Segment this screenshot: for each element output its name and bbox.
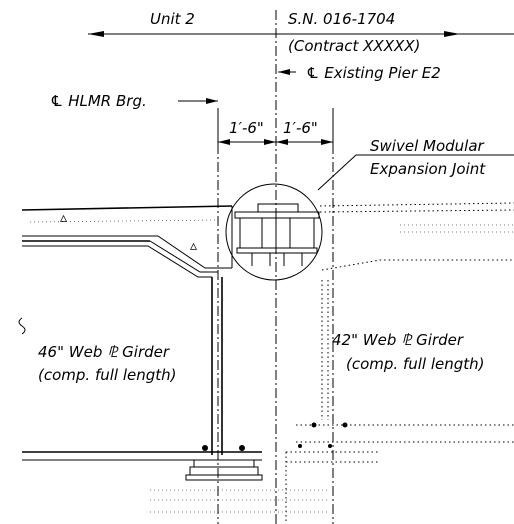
unit-dimension-line <box>88 31 514 37</box>
svg-text:▵: ▵ <box>190 238 197 254</box>
pier-cap <box>150 489 330 513</box>
pier-label: ℄ Existing Pier E2 <box>306 64 441 82</box>
left-girder-label-1: 46" Web ⅊ Girder <box>38 343 170 361</box>
unit-label: Unit 2 <box>150 10 195 28</box>
right-girder <box>285 280 514 524</box>
left-deck-slab: ▵ ▵ <box>21 205 233 269</box>
hlmr-arrow <box>178 98 218 104</box>
joint-label-2: Expansion Joint <box>370 160 486 178</box>
right-girder-label-1: 42" Web ⅊ Girder <box>332 331 464 349</box>
dim-left-label: 1′-6" <box>229 119 264 137</box>
svg-text:▵: ▵ <box>60 210 67 226</box>
hlmr-label: ℄ HLMR Brg. <box>50 92 147 110</box>
joint-label-1: Swivel Modular <box>370 137 485 155</box>
modular-joint-detail <box>234 203 320 266</box>
left-girder-label-2: (comp. full length) <box>38 366 177 384</box>
sn-label: S.N. 016-1704 <box>288 10 395 28</box>
left-girder <box>18 240 262 461</box>
right-girder-label-2: (comp. full length) <box>346 355 485 373</box>
bearing-assembly <box>185 445 263 481</box>
dim-right-label: 1′-6" <box>283 119 318 137</box>
bearing-spacing-dimension <box>217 118 334 150</box>
right-deck-slab <box>319 202 514 271</box>
contract-label: (Contract XXXXX) <box>288 37 420 55</box>
joint-leader <box>317 154 514 191</box>
joint-detail-circle <box>225 183 323 281</box>
pier-arrow <box>278 69 296 75</box>
